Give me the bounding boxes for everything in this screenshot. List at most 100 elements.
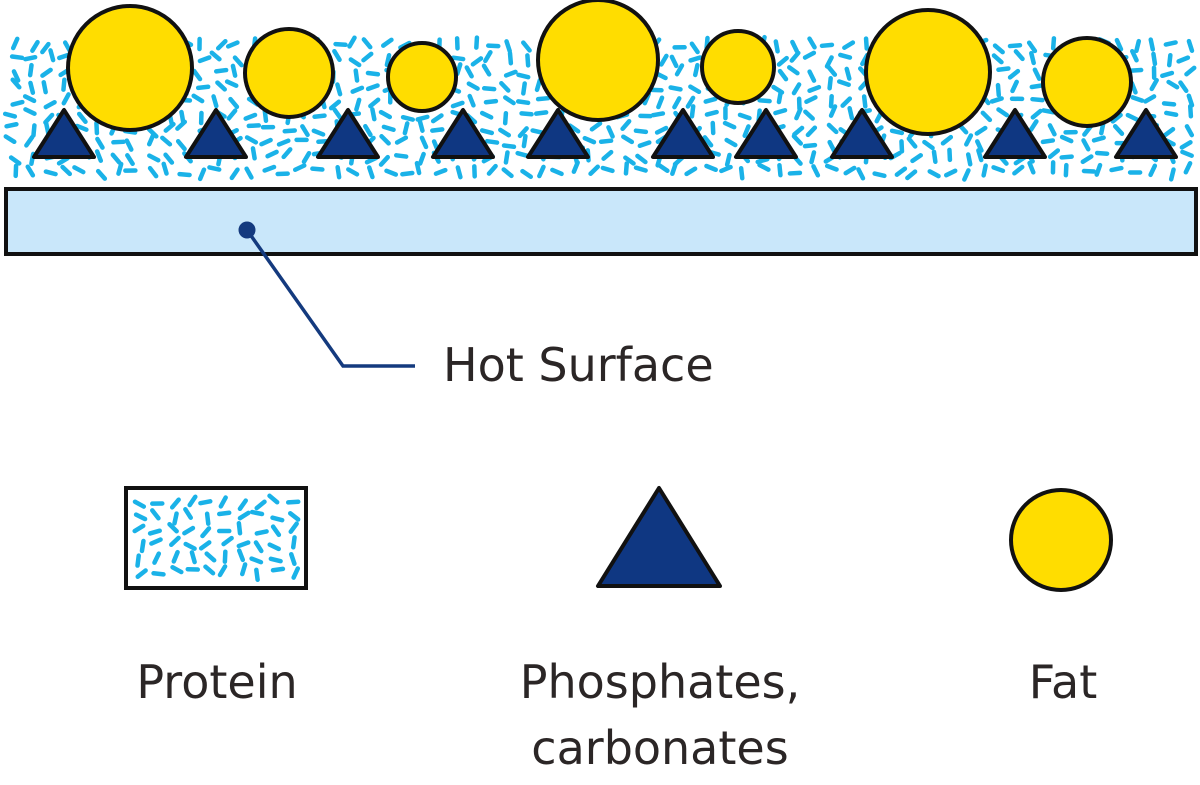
protein-dash <box>689 41 700 55</box>
protein-dash <box>481 86 497 92</box>
protein-dash <box>964 133 974 147</box>
protein-dash <box>996 107 1010 118</box>
protein-dash <box>1163 40 1178 47</box>
protein-dash <box>454 62 463 77</box>
protein-dash <box>755 156 770 165</box>
protein-dash <box>195 84 211 91</box>
protein-dash <box>430 127 445 133</box>
protein-dash <box>827 139 837 154</box>
protein-dash <box>217 510 232 517</box>
protein-dash <box>787 65 800 76</box>
protein-dash <box>802 50 817 60</box>
protein-dash <box>172 511 179 526</box>
protein-dash <box>43 112 55 125</box>
phosphate-triangle <box>983 108 1047 159</box>
protein-dash <box>291 566 301 580</box>
protein-dash <box>894 166 908 177</box>
protein-dash <box>826 64 838 77</box>
protein-dash <box>167 521 179 534</box>
protein-dash <box>135 568 148 579</box>
protein-dash <box>169 497 181 510</box>
protein-dash <box>150 508 161 521</box>
protein-dash <box>474 35 480 50</box>
protein-dash <box>230 63 238 78</box>
protein-dash <box>182 525 196 536</box>
protein-dash <box>838 52 853 60</box>
protein-dash <box>22 94 37 104</box>
protein-dash <box>267 542 281 552</box>
protein-dash <box>1186 38 1195 53</box>
protein-dash <box>499 80 511 93</box>
protein-dash <box>724 152 732 167</box>
protein-dash <box>483 98 499 105</box>
protein-dash <box>237 510 251 521</box>
protein-dash <box>910 153 923 164</box>
protein-dash <box>215 80 227 92</box>
protein-dash <box>366 165 375 180</box>
protein-dash <box>259 137 273 147</box>
protein-dash <box>213 67 229 74</box>
protein-dash <box>1148 37 1156 52</box>
protein-dash <box>486 163 498 176</box>
protein-dash <box>809 150 817 165</box>
protein-dash <box>198 499 213 506</box>
protein-dash <box>417 118 425 133</box>
protein-dash <box>262 164 277 173</box>
protein-dash <box>777 162 783 178</box>
protein-dash <box>503 150 510 165</box>
protein-dash <box>1047 123 1057 137</box>
phosphate-triangle <box>651 108 715 159</box>
deposit-layer <box>2 0 1197 182</box>
protein-dash <box>215 38 228 51</box>
protein-dash <box>226 108 238 121</box>
protein-dash <box>311 128 326 137</box>
protein-dash <box>203 564 216 576</box>
protein-dash <box>791 82 802 96</box>
protein-dash <box>840 96 853 108</box>
protein-dash <box>479 110 494 120</box>
protein-dash <box>25 164 36 178</box>
protein-dash <box>147 165 159 179</box>
protein-dash <box>534 77 543 93</box>
protein-dash <box>777 68 789 82</box>
protein-dash <box>550 167 564 177</box>
legend-phosphate-triangle <box>596 486 722 588</box>
protein-dash <box>254 499 267 511</box>
protein-dash <box>484 138 500 145</box>
protein-dash <box>378 154 390 167</box>
protein-dash <box>940 134 954 146</box>
protein-dash <box>200 526 212 539</box>
protein-dash <box>2 111 18 119</box>
protein-dash <box>1094 162 1103 177</box>
protein-dash <box>179 109 186 125</box>
protein-dash <box>684 166 698 177</box>
protein-dash <box>704 163 718 173</box>
protein-dash <box>1176 55 1191 64</box>
protein-dash <box>1059 134 1074 144</box>
phosphate-triangle <box>526 108 590 159</box>
protein-dash <box>828 104 838 118</box>
protein-dash <box>348 57 362 68</box>
protein-dash <box>863 36 870 51</box>
protein-dash <box>267 493 280 505</box>
protein-dash <box>353 68 360 83</box>
protein-dash <box>906 136 918 149</box>
protein-dash <box>757 98 772 104</box>
legend-protein-dashes <box>132 493 301 583</box>
protein-dash <box>521 133 528 149</box>
protein-dash <box>209 50 222 62</box>
protein-dash <box>803 109 815 121</box>
protein-dash <box>1166 52 1173 68</box>
protein-dash <box>974 125 988 136</box>
protein-dash <box>262 108 269 124</box>
protein-dash <box>146 132 156 147</box>
protein-dash <box>1164 110 1179 117</box>
protein-dash <box>737 112 752 121</box>
callout-line <box>245 228 415 368</box>
fat-circle <box>536 0 660 122</box>
protein-dash <box>719 164 733 174</box>
protein-dash <box>40 41 51 55</box>
protein-dash <box>1161 101 1177 107</box>
protein-dash <box>365 70 381 77</box>
protein-dash <box>56 155 70 166</box>
